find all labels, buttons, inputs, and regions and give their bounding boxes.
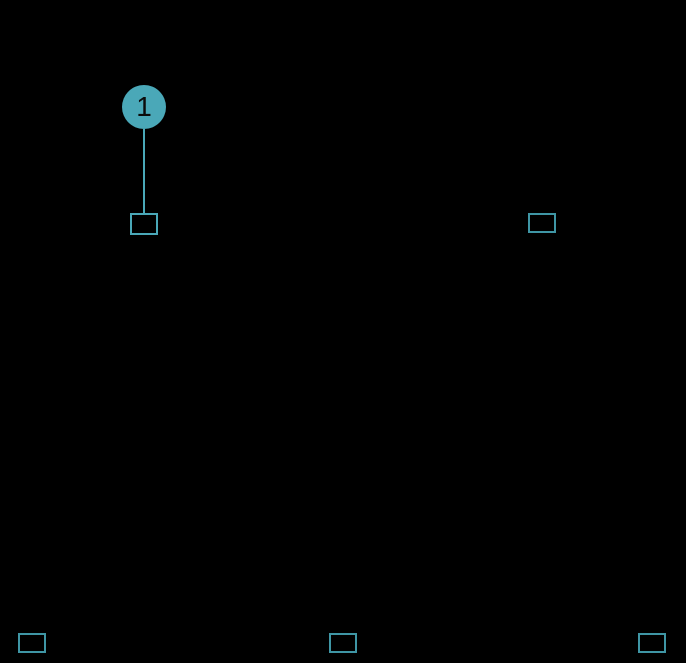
hotspot-2[interactable] bbox=[528, 213, 556, 233]
hotspot-1[interactable] bbox=[130, 213, 158, 235]
hotspot-5[interactable] bbox=[638, 633, 666, 653]
hotspot-4[interactable] bbox=[329, 633, 357, 653]
callout-marker-1: 1 bbox=[122, 85, 166, 129]
hotspot-3[interactable] bbox=[18, 633, 46, 653]
callout-leader-line bbox=[143, 129, 145, 214]
